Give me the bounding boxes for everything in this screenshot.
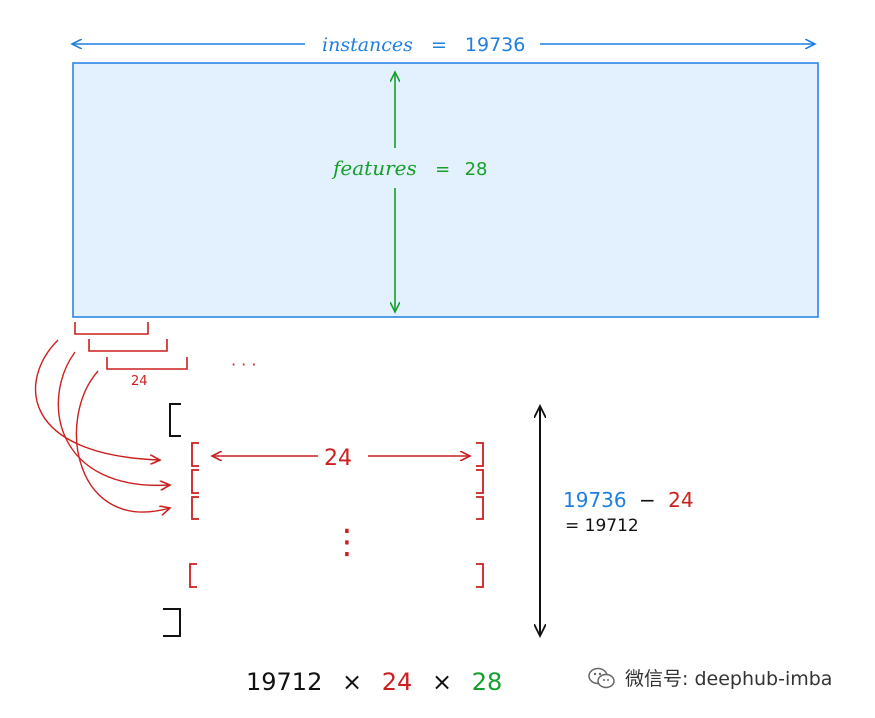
shape-dim-a: 19712	[246, 668, 322, 696]
mapping-arrow-3	[75, 370, 170, 512]
window-bracket-1	[74, 322, 149, 335]
features-arrow: features = 28	[331, 72, 487, 312]
svg-text:features = 28: features = 28	[331, 156, 487, 180]
features-label: features	[331, 156, 417, 180]
features-eq: =	[435, 159, 450, 180]
instances-value: 19736	[465, 34, 525, 56]
outer-bracket-open	[169, 403, 181, 437]
window-ellipsis: · · ·	[231, 355, 256, 374]
shape-dim-b: 24	[382, 668, 413, 696]
row-1-close	[476, 442, 484, 467]
row-1-open	[191, 442, 199, 467]
row-3-open	[191, 496, 199, 520]
shape-times-1: ×	[342, 668, 362, 696]
inner-width-arrow: 24	[212, 446, 470, 471]
row-last-open	[189, 563, 197, 588]
features-value: 28	[465, 159, 488, 180]
mapping-arrow-1	[34, 339, 160, 460]
matrix-vdots: ⋮	[330, 522, 364, 562]
dataset-box	[72, 62, 819, 318]
shape-dim-c: 28	[472, 668, 503, 696]
row-last-close	[476, 563, 484, 588]
inner-width-label: 24	[324, 446, 352, 471]
rows-window: 24	[668, 488, 693, 512]
mapping-arrows	[34, 339, 170, 512]
svg-text:19736 − 24: 19736 − 24	[563, 488, 694, 512]
window-bracket-2	[88, 339, 168, 352]
window-brackets	[74, 322, 188, 370]
svg-text:instances = 19736: instances = 19736	[322, 34, 525, 56]
rows-minus: −	[639, 488, 656, 512]
row-2-close	[476, 469, 484, 494]
rows-result: = 19712	[565, 516, 639, 536]
instances-eq: =	[431, 34, 447, 56]
window-bracket-3	[106, 357, 188, 370]
mapping-arrow-2	[57, 351, 170, 485]
row-brackets	[189, 442, 484, 588]
window-size-label: 24	[131, 374, 148, 389]
watermark-text: 微信号: deephub-imba	[625, 668, 833, 690]
outer-bracket-close	[163, 608, 181, 637]
row-2-open	[191, 469, 199, 494]
instances-label: instances	[322, 34, 413, 56]
watermark: 微信号: deephub-imba	[587, 664, 832, 691]
instances-arrow: instances = 19736	[72, 34, 815, 56]
rows-total: 19736	[563, 488, 627, 512]
shape-times-2: ×	[432, 668, 452, 696]
svg-text:19712 × 24 × 2: 19712 × 24 × 28	[246, 668, 502, 696]
row-3-close	[476, 496, 484, 520]
wechat-icon	[588, 667, 615, 688]
